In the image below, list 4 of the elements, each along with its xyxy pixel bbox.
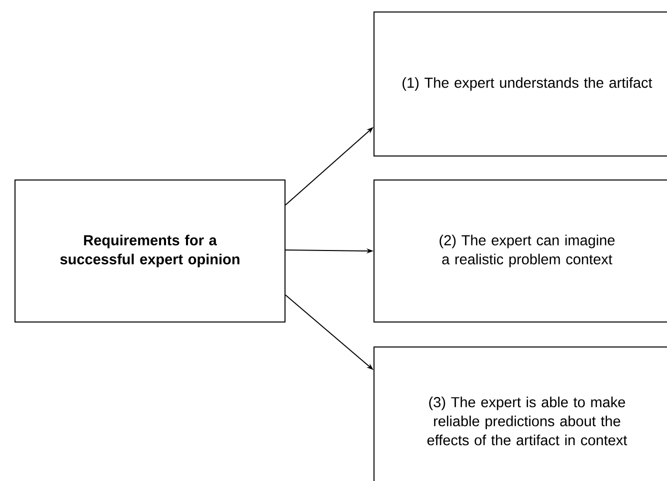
text-box: (1) The expert understands the artifact: [374, 12, 667, 156]
text-box: (3) The expert is able to make reliable predictions about the effects of the artifact in context: [374, 346, 667, 481]
text-box: (2) The expert can imagine a realistic problem context: [374, 180, 667, 322]
heading-box: Requirements for a successful expert opinion: [14, 180, 286, 322]
